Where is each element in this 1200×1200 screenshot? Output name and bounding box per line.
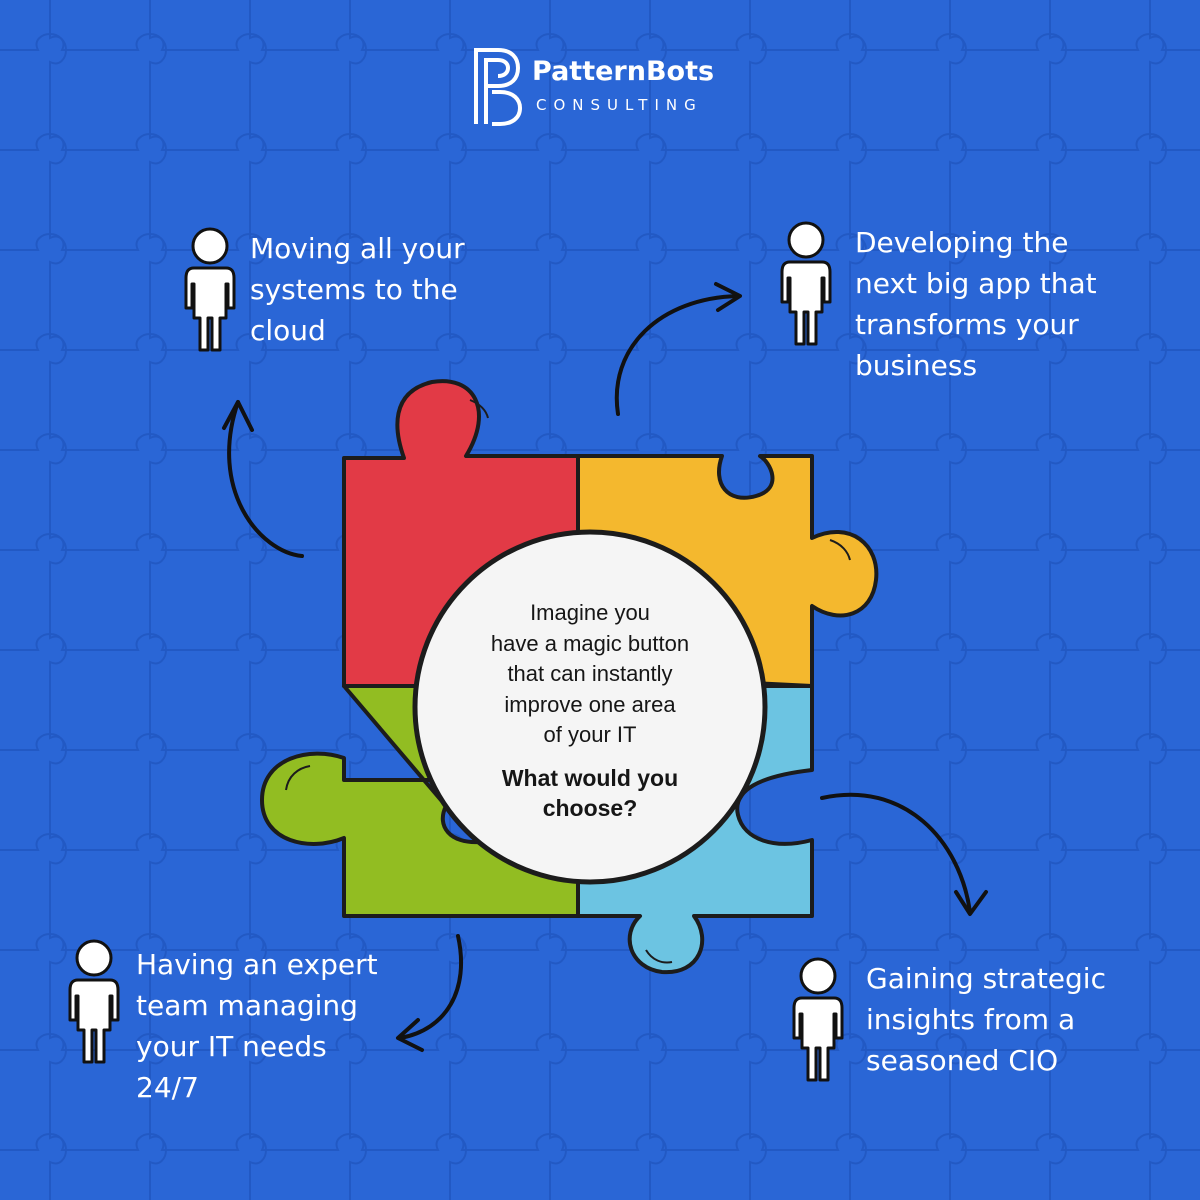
question-line: have a magic button	[490, 630, 690, 656]
brand-name: PatternBots	[532, 56, 715, 87]
option-managed-it-team: Having an expert team managing your IT n…	[136, 944, 378, 1108]
option-line: Having an expert	[136, 948, 378, 981]
prompt-line: choose?	[542, 794, 638, 821]
option-line: Developing the	[855, 226, 1069, 259]
question-line: of your IT	[543, 722, 637, 747]
arrow-to-cloud-option	[227, 400, 304, 558]
option-line: insights from a	[866, 1003, 1076, 1036]
option-line: Gaining strategic	[866, 962, 1106, 995]
option-line: your IT needs	[136, 1030, 327, 1063]
question-line: improve one area	[504, 691, 676, 717]
option-line: cloud	[250, 314, 326, 347]
option-line: seasoned CIO	[866, 1044, 1059, 1077]
option-app-development: Developing the next big app that transfo…	[855, 222, 1097, 386]
option-line: team managing	[136, 989, 358, 1022]
arrow-to-cio-option	[820, 792, 972, 914]
option-cio-insights: Gaining strategic insights from a season…	[866, 958, 1106, 1081]
question-line: that can instantly	[507, 661, 673, 686]
arrow-to-team-option	[398, 934, 464, 1040]
option-line: 24/7	[136, 1071, 199, 1104]
prompt-line: What would you	[501, 764, 679, 791]
person-icon	[68, 939, 120, 1064]
question-line: Imagine you	[530, 600, 650, 625]
option-cloud-migration: Moving all your systems to the cloud	[250, 228, 465, 351]
option-line: business	[855, 349, 978, 382]
option-line: Moving all your	[250, 232, 465, 265]
option-line: systems to the	[250, 273, 458, 306]
person-icon	[792, 957, 844, 1082]
patternbots-logo-icon	[474, 48, 523, 126]
question-prompt: What would you choose?	[444, 763, 736, 823]
arrow-to-app-option	[614, 294, 740, 416]
brand-tagline: CONSULTING	[536, 96, 703, 114]
brand-logo: PatternBots CONSULTING	[470, 42, 740, 128]
person-icon	[780, 221, 832, 346]
option-line: transforms your	[855, 308, 1079, 341]
option-line: next big app that	[855, 267, 1097, 300]
center-question: Imagine you have a magic button that can…	[444, 598, 736, 823]
person-icon	[184, 227, 236, 352]
center-circle	[412, 529, 768, 885]
